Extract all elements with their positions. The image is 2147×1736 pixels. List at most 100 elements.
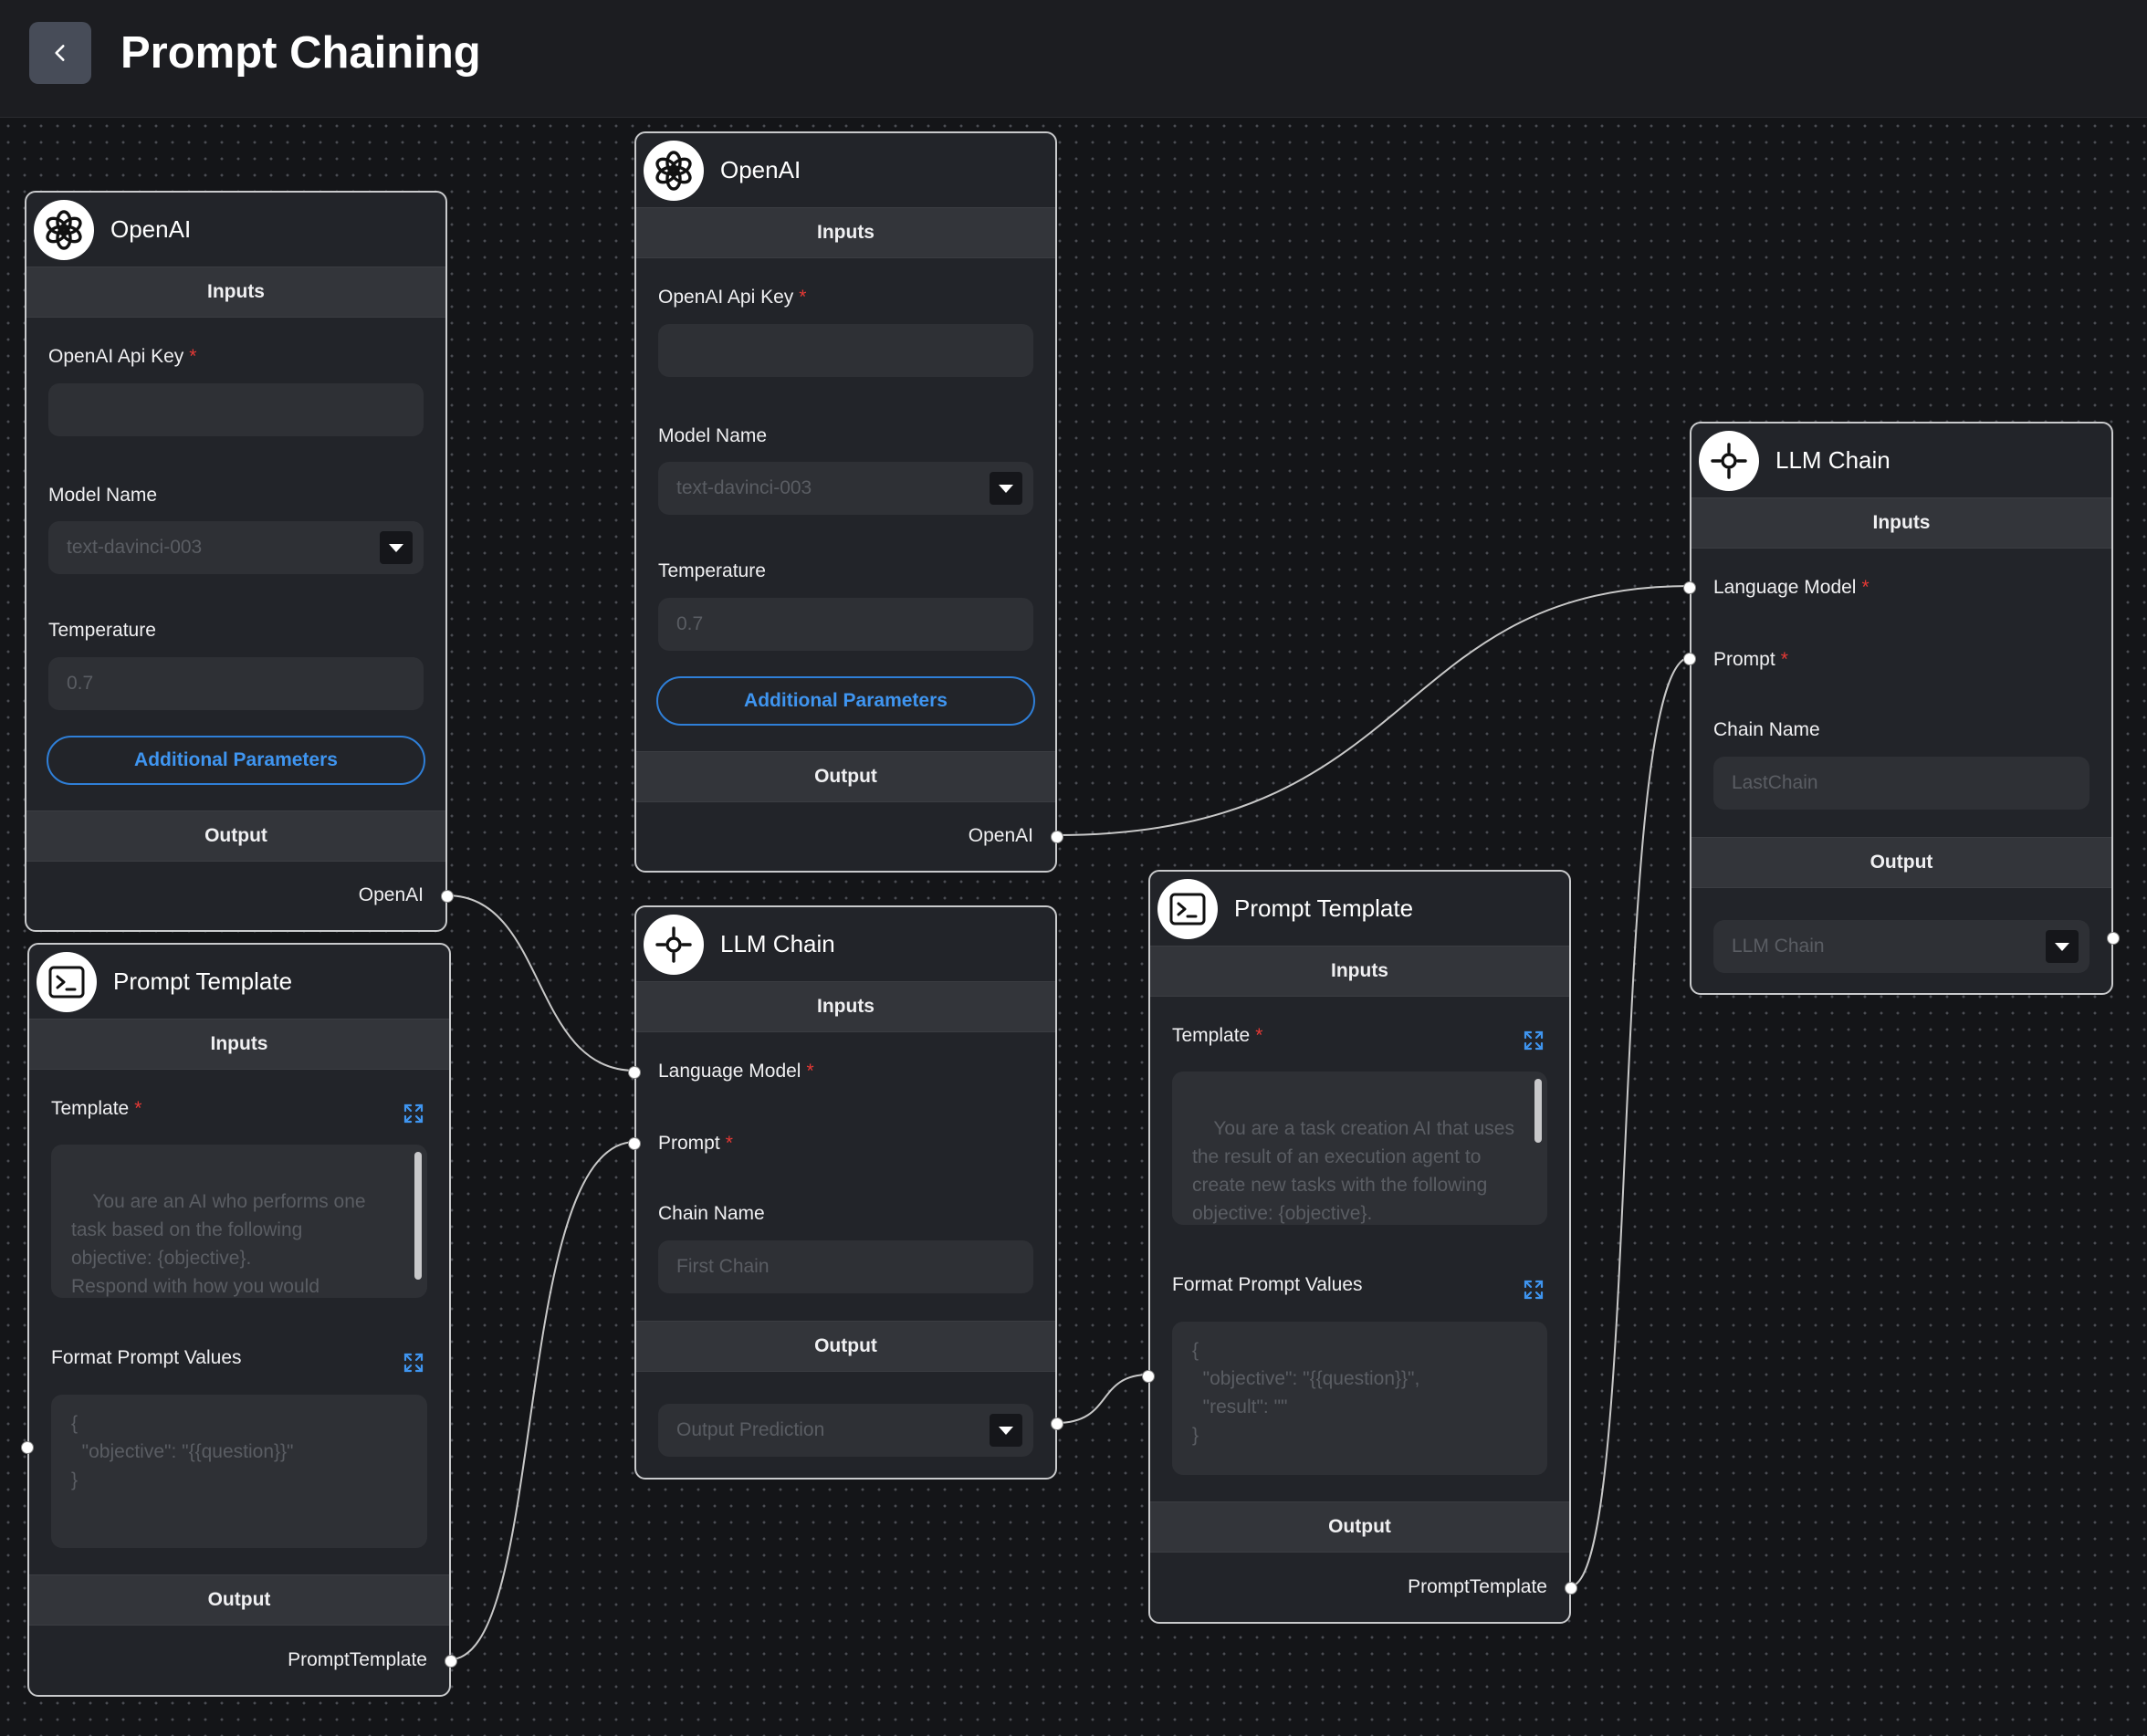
output-handle[interactable] — [1565, 1582, 1577, 1595]
api-key-input[interactable] — [658, 324, 1033, 377]
template-label: Template* — [51, 1098, 142, 1119]
additional-parameters-button[interactable]: Additional Parameters — [656, 676, 1035, 726]
node-header[interactable]: LLM Chain — [636, 907, 1055, 981]
llm-chain-node-1[interactable]: LLM Chain Inputs Language Model* Prompt*… — [628, 905, 1063, 1480]
node-header[interactable]: Prompt Template — [1150, 872, 1569, 946]
prompt-template-node-1[interactable]: Prompt Template Inputs Template* You are… — [21, 943, 457, 1697]
chevron-left-icon — [55, 45, 65, 61]
format-prompt-values-label: Format Prompt Values — [1172, 1274, 1363, 1295]
output-handle[interactable] — [445, 1655, 457, 1668]
chevron-down-icon[interactable] — [380, 531, 413, 564]
output-select[interactable]: Output Prediction — [658, 1404, 1033, 1457]
model-name-label: Model Name — [48, 485, 158, 506]
api-key-label: OpenAI Api Key* — [658, 287, 807, 308]
model-name-select[interactable]: text-davinci-003 — [48, 521, 424, 574]
output-section-header: Output — [1150, 1501, 1569, 1553]
format-prompt-values-label: Format Prompt Values — [51, 1347, 242, 1368]
llm-chain-node-2[interactable]: LLM Chain Inputs Language Model* Prompt*… — [1683, 422, 2120, 995]
template-textarea[interactable]: You are a task creation AI that uses the… — [1172, 1072, 1547, 1225]
openai-node-1[interactable]: OpenAI Inputs OpenAI Api Key* Model Name… — [25, 191, 454, 932]
api-key-label: OpenAI Api Key* — [48, 346, 197, 367]
chevron-down-icon[interactable] — [990, 472, 1022, 505]
input-handle[interactable] — [1142, 1370, 1155, 1383]
output-section-header: Output — [636, 1321, 1055, 1372]
template-textarea[interactable]: You are an AI who performs one task base… — [51, 1145, 427, 1298]
node-title: Prompt Template — [113, 967, 293, 995]
expand-icon[interactable] — [1524, 1030, 1544, 1051]
required-marker: * — [799, 287, 807, 308]
terminal-icon — [37, 952, 97, 1012]
output-openai-label: OpenAI — [968, 825, 1033, 846]
chevron-down-icon[interactable] — [2046, 930, 2079, 963]
output-openai-label: OpenAI — [358, 884, 424, 905]
node-title: OpenAI — [720, 156, 801, 183]
prompt-label: Prompt* — [1713, 649, 1788, 670]
output-handle[interactable] — [1051, 831, 1063, 843]
inputs-section-header: Inputs — [1691, 497, 2111, 549]
prompt-template-node-2[interactable]: Prompt Template Inputs Template* You are… — [1142, 870, 1577, 1624]
back-button[interactable] — [29, 22, 91, 84]
node-header[interactable]: OpenAI — [26, 193, 445, 267]
expand-icon[interactable] — [1524, 1280, 1544, 1300]
chain-name-input[interactable]: LastChain — [1713, 757, 2089, 810]
required-marker: * — [189, 346, 197, 367]
output-handle[interactable] — [1051, 1417, 1063, 1430]
node-title: LLM Chain — [720, 930, 835, 957]
language-model-label: Language Model* — [1713, 577, 1869, 598]
output-handle[interactable] — [441, 890, 454, 903]
output-prompt-template-label: PromptTemplate — [288, 1649, 427, 1670]
prompt-input-handle[interactable] — [628, 1137, 641, 1150]
prompt-label: Prompt* — [658, 1133, 733, 1154]
chain-name-input[interactable]: First Chain — [658, 1240, 1033, 1293]
temperature-label: Temperature — [48, 620, 156, 641]
openai-logo-icon — [34, 200, 94, 260]
api-key-input[interactable] — [48, 383, 424, 436]
node-header[interactable]: LLM Chain — [1691, 424, 2111, 497]
language-model-input-handle[interactable] — [1683, 581, 1696, 594]
language-model-input-handle[interactable] — [628, 1066, 641, 1079]
node-header[interactable]: Prompt Template — [29, 945, 449, 1019]
openai-logo-icon — [644, 141, 704, 201]
scrollbar[interactable] — [414, 1152, 422, 1280]
prompt-input-handle[interactable] — [1683, 653, 1696, 665]
required-marker: * — [1861, 577, 1869, 598]
openai-node-2[interactable]: OpenAI Inputs OpenAI Api Key* Model Name… — [634, 131, 1063, 873]
required-marker: * — [134, 1098, 142, 1119]
terminal-icon — [1157, 879, 1218, 939]
format-prompt-values-textarea[interactable]: { "objective": "{{question}}" } — [51, 1395, 427, 1548]
output-handle[interactable] — [2107, 932, 2120, 945]
page-title: Prompt Chaining — [120, 28, 481, 78]
language-model-label: Language Model* — [658, 1061, 814, 1082]
chain-link-icon — [644, 915, 704, 975]
inputs-section-header: Inputs — [29, 1019, 449, 1070]
chain-link-icon — [1699, 431, 1759, 491]
temperature-label: Temperature — [658, 560, 766, 581]
model-name-select[interactable]: text-davinci-003 — [658, 462, 1033, 515]
expand-icon[interactable] — [403, 1353, 424, 1373]
inputs-section-header: Inputs — [1150, 946, 1569, 997]
inputs-section-header: Inputs — [26, 267, 445, 318]
required-marker: * — [1255, 1025, 1263, 1046]
inputs-section-header: Inputs — [636, 207, 1055, 258]
required-marker: * — [1780, 649, 1788, 670]
additional-parameters-button[interactable]: Additional Parameters — [47, 736, 425, 785]
chain-name-label: Chain Name — [658, 1203, 765, 1224]
format-prompt-values-textarea[interactable]: { "objective": "{{question}}", "result":… — [1172, 1322, 1547, 1475]
top-bar: Prompt Chaining — [0, 0, 2147, 118]
inputs-section-header: Inputs — [636, 981, 1055, 1032]
node-title: LLM Chain — [1775, 446, 1890, 474]
required-marker: * — [725, 1133, 733, 1154]
temperature-input[interactable]: 0.7 — [48, 657, 424, 710]
node-title: OpenAI — [110, 215, 192, 243]
chevron-down-icon[interactable] — [990, 1414, 1022, 1447]
expand-icon[interactable] — [403, 1103, 424, 1124]
scrollbar[interactable] — [1534, 1079, 1542, 1143]
output-select[interactable]: LLM Chain — [1713, 920, 2089, 973]
node-header[interactable]: OpenAI — [636, 133, 1055, 207]
chain-name-label: Chain Name — [1713, 719, 1820, 740]
input-handle[interactable] — [21, 1441, 34, 1454]
output-section-header: Output — [29, 1574, 449, 1626]
output-section-header: Output — [1691, 837, 2111, 888]
temperature-input[interactable]: 0.7 — [658, 598, 1033, 651]
output-prompt-template-label: PromptTemplate — [1408, 1576, 1547, 1597]
